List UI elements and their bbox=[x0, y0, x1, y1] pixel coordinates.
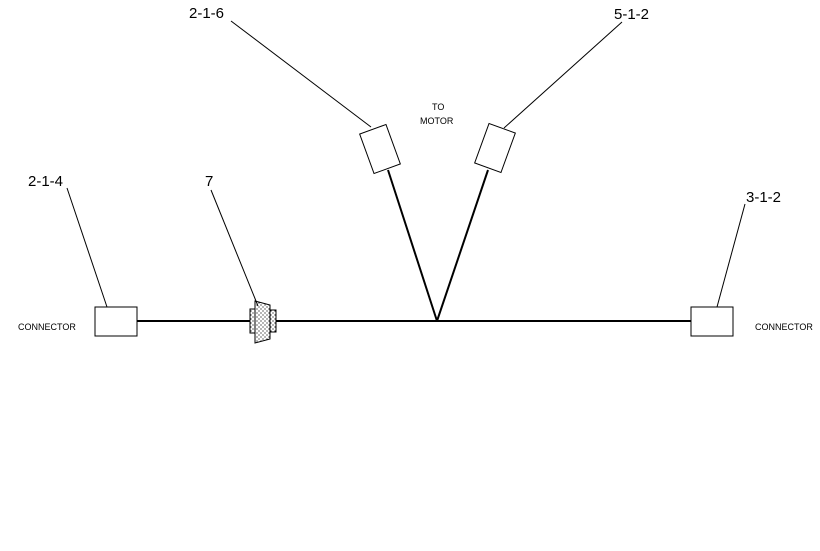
right-connector-label: CONNECTOR bbox=[755, 322, 813, 332]
callout-3-1-2: 3-1-2 bbox=[746, 189, 781, 206]
leader-line-3-1-2 bbox=[716, 203, 746, 308]
motor-connector-left bbox=[359, 123, 401, 175]
callout-2-1-4: 2-1-4 bbox=[28, 173, 63, 190]
grommet-icon bbox=[249, 300, 277, 344]
right-connector-body bbox=[690, 306, 734, 337]
left-connector-label: CONNECTOR bbox=[18, 322, 76, 332]
to-motor-label-line2: MOTOR bbox=[420, 116, 454, 126]
branch-wire-left bbox=[387, 169, 438, 322]
leader-line-2-1-4 bbox=[66, 187, 108, 308]
motor-connector-right bbox=[474, 122, 516, 174]
branch-wire-right bbox=[436, 169, 489, 322]
leader-line-5-1-2 bbox=[503, 21, 623, 129]
leader-line-7 bbox=[210, 189, 259, 307]
callout-2-1-6: 2-1-6 bbox=[189, 5, 224, 22]
leader-line-2-1-6 bbox=[230, 20, 372, 128]
callout-5-1-2: 5-1-2 bbox=[614, 6, 649, 23]
left-connector-body bbox=[94, 306, 138, 337]
callout-7: 7 bbox=[205, 173, 213, 190]
to-motor-label-line1: TO bbox=[432, 102, 444, 112]
